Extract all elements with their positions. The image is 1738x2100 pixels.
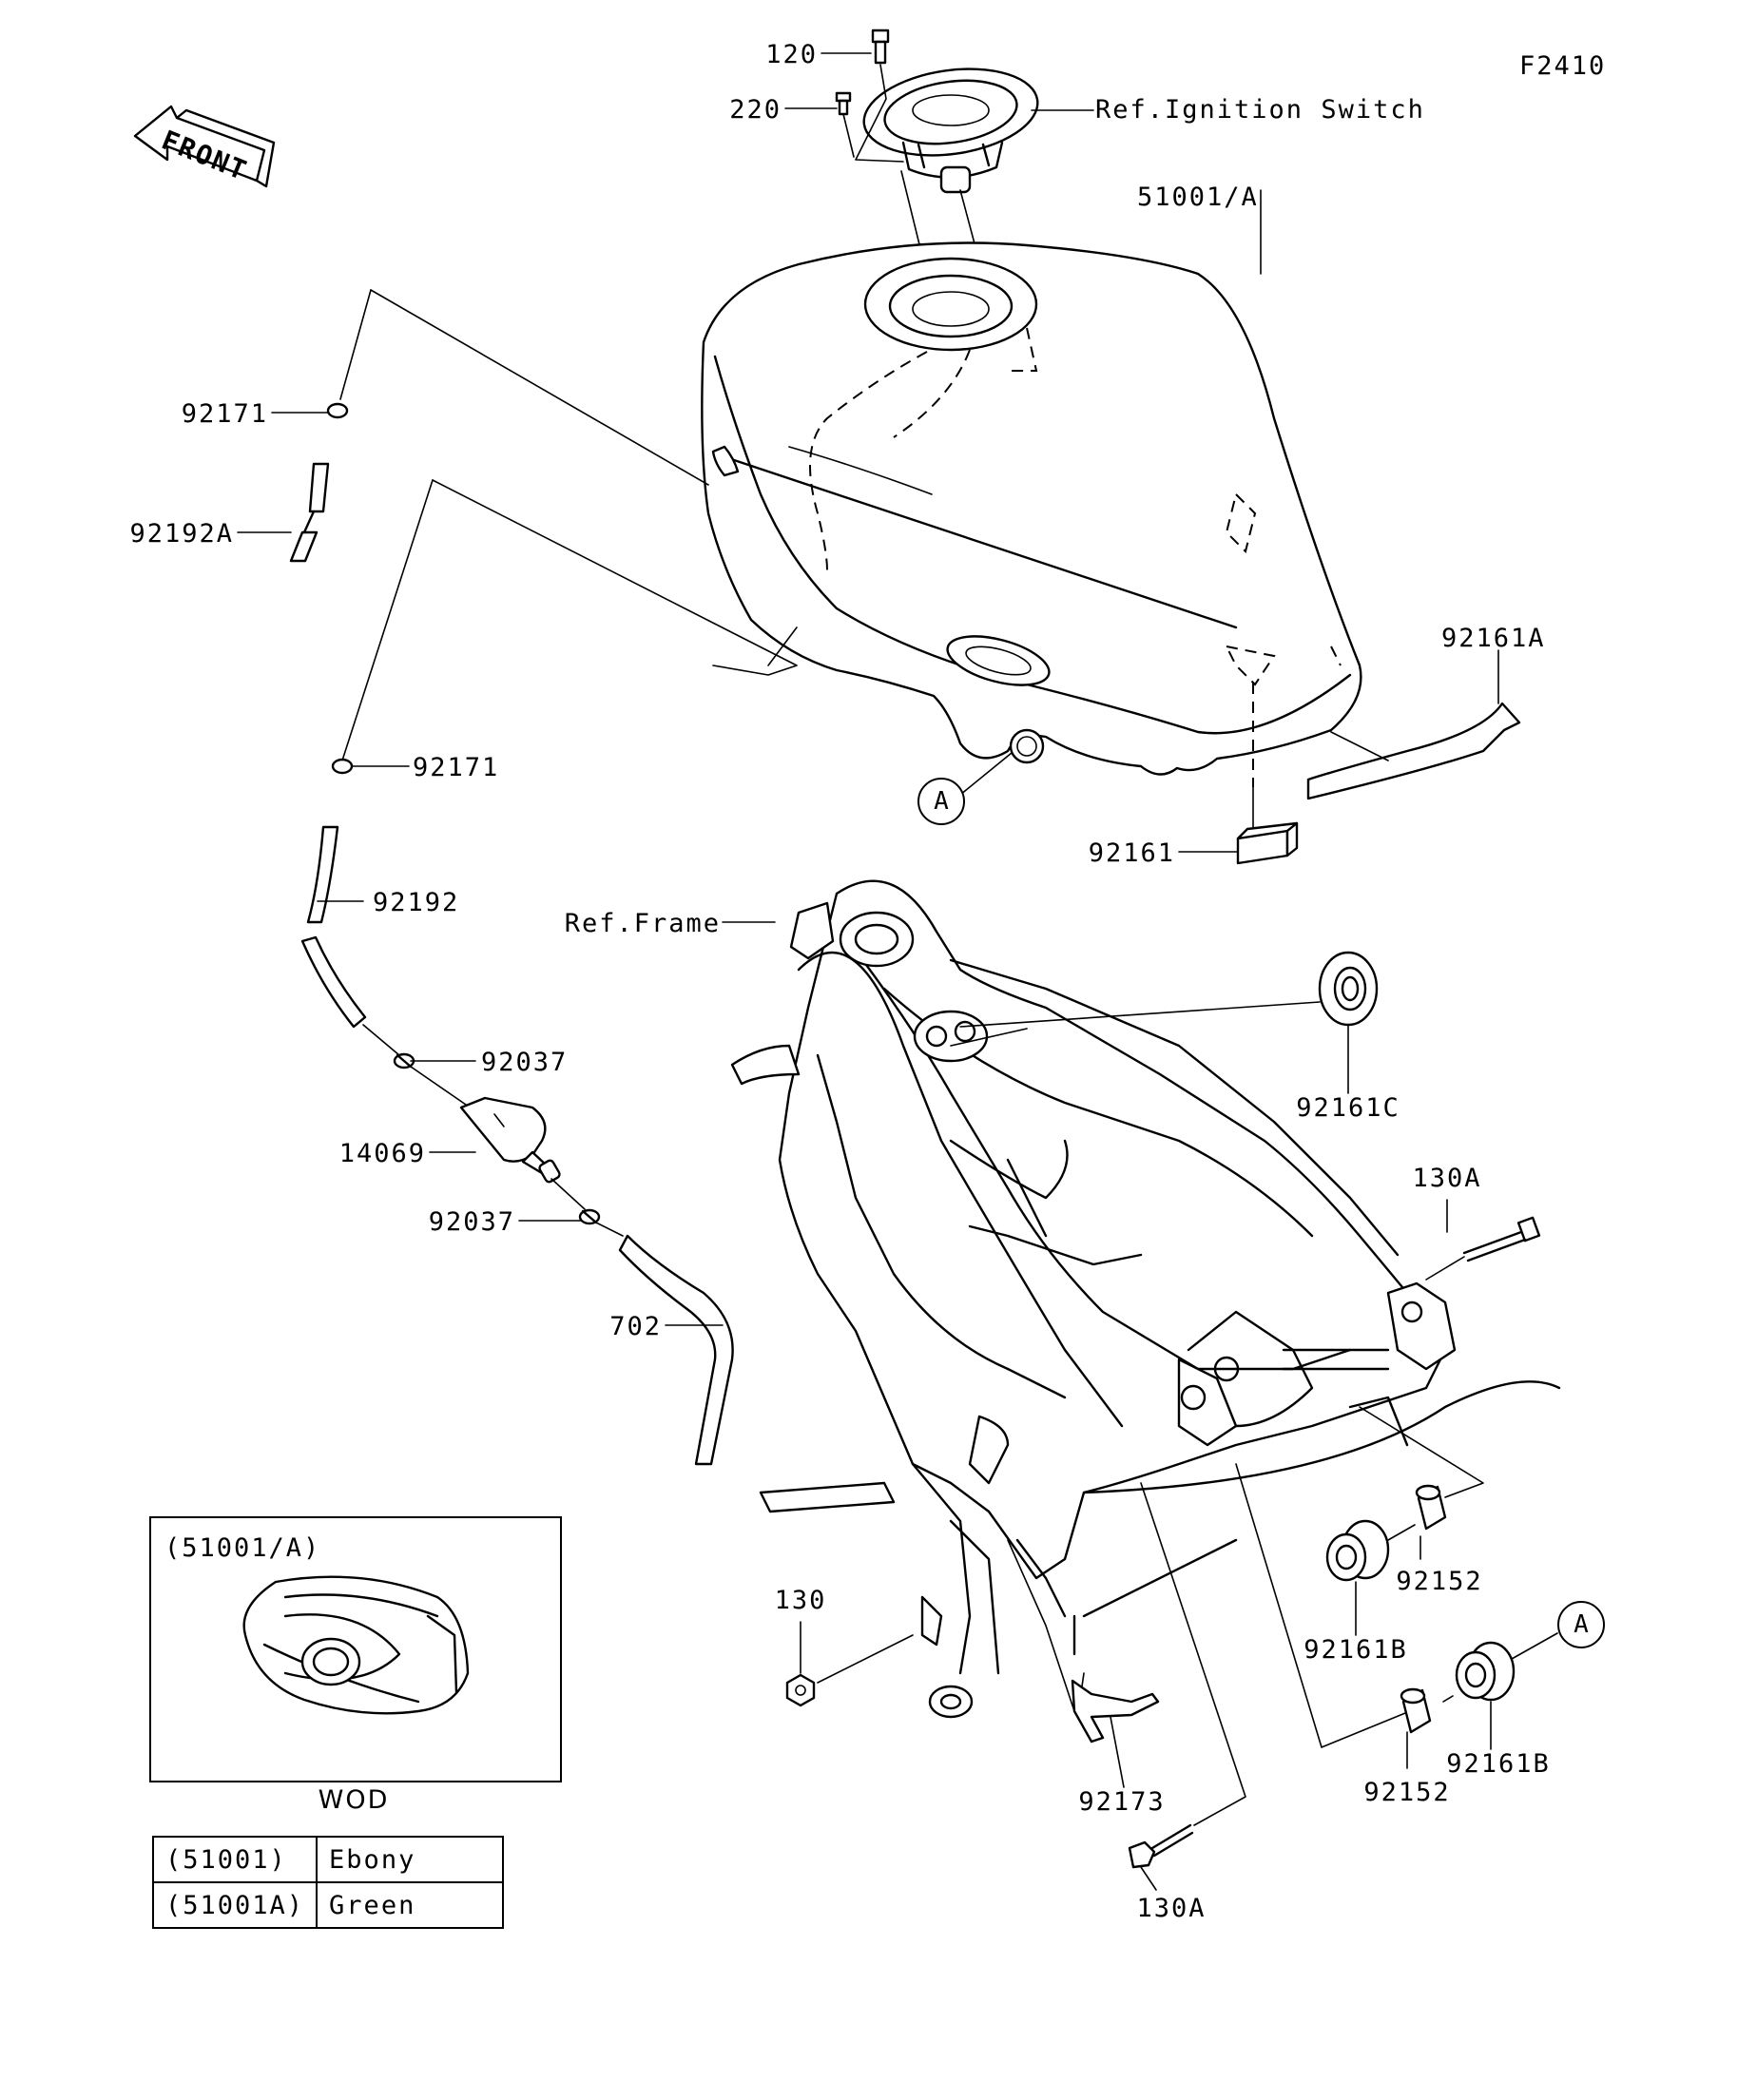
inset-box: (51001/A) (149, 1516, 562, 1782)
part-label-220: 220 (729, 95, 782, 125)
fuel-tank (701, 241, 1362, 776)
ref-ignition-switch: Ref.Ignition Switch (1095, 95, 1425, 125)
screw-220-icon (835, 91, 852, 116)
collar-92152-bot (1400, 1687, 1432, 1734)
front-arrow-icon (133, 105, 276, 188)
part-label-51001A: 51001/A (1137, 183, 1259, 212)
callout-a-lower: A (1557, 1601, 1605, 1648)
ref-frame: Ref.Frame (564, 909, 721, 938)
clip-92037-bot-icon (578, 1208, 601, 1225)
part-label-92161C: 92161C (1296, 1093, 1400, 1123)
color-name: Green (316, 1881, 505, 1929)
grommet-92161B-bot (1455, 1641, 1516, 1702)
hose-92192A (289, 462, 330, 563)
inset-title: (51001/A) (164, 1533, 321, 1563)
figure-code: F2410 (1519, 51, 1607, 81)
tank-strap-92161A (1306, 702, 1521, 800)
grommet-92161B-top (1325, 1519, 1390, 1582)
part-label-130A-top: 130A (1412, 1164, 1482, 1193)
part-label-702: 702 (609, 1312, 662, 1341)
clip-92037-top-icon (393, 1052, 415, 1069)
hose-92192 (300, 825, 367, 1029)
part-label-14069: 14069 (338, 1139, 426, 1168)
fuel-cap-assembly (862, 67, 1039, 194)
clamp-92171-mid-icon (331, 758, 354, 775)
part-label-92192: 92192 (373, 888, 460, 917)
part-label-92037-bot: 92037 (428, 1207, 515, 1237)
part-label-92161: 92161 (1088, 838, 1175, 868)
clamp-92173 (1071, 1672, 1160, 1744)
hose-702 (618, 1234, 734, 1466)
callout-a-upper: A (917, 778, 965, 825)
bolt-120-icon (871, 29, 890, 65)
part-label-92161B-top: 92161B (1304, 1635, 1408, 1665)
part-label-92171-mid: 92171 (413, 753, 500, 782)
color-code: (51001A) (151, 1881, 319, 1929)
table-row: (51001A) Green (151, 1881, 505, 1929)
part-label-92161A: 92161A (1441, 624, 1546, 653)
part-label-92152-bot: 92152 (1363, 1778, 1451, 1807)
part-label-130: 130 (774, 1586, 827, 1615)
color-table: (51001) Ebony (51001A) Green (151, 1836, 505, 1929)
part-label-92152-top: 92152 (1396, 1567, 1483, 1596)
clamp-92171-top-icon (326, 402, 349, 419)
collar-92152-top (1415, 1484, 1447, 1531)
bolt-130A-bot-icon (1128, 1823, 1194, 1869)
color-code: (51001) (151, 1836, 319, 1883)
part-label-92173: 92173 (1078, 1787, 1166, 1817)
part-label-92192A: 92192A (129, 519, 234, 549)
inset-caption: WOD (318, 1785, 390, 1815)
part-label-92171-top: 92171 (181, 399, 268, 429)
inset-tank-drawing (242, 1575, 470, 1715)
fuel-filter-14069 (459, 1096, 561, 1184)
part-label-130A-bot: 130A (1136, 1894, 1207, 1923)
table-row: (51001) Ebony (151, 1836, 505, 1883)
motorcycle-frame (730, 879, 1561, 1719)
part-label-92161B-bot: 92161B (1446, 1749, 1551, 1779)
part-label-120: 120 (765, 40, 818, 69)
bolt-130A-top-icon (1462, 1216, 1541, 1262)
nut-130-icon (785, 1673, 816, 1707)
grommet-92161C (1318, 951, 1379, 1027)
rubber-pad-92161 (1236, 821, 1299, 865)
color-name: Ebony (316, 1836, 505, 1883)
part-label-92037-top: 92037 (481, 1048, 569, 1077)
